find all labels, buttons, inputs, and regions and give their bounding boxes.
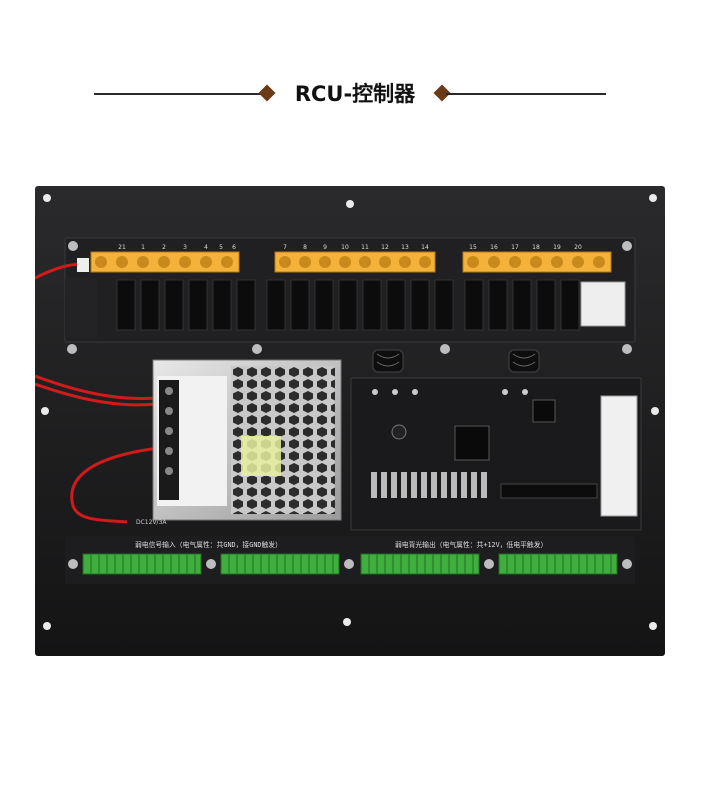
rcu-controller-photo: 21 1 2 3 4 5 6 7 8 9 10 11 12 13 14 15 1… [35, 186, 665, 656]
diamond-ornament-left [258, 84, 276, 102]
relay-label-6: 6 [232, 244, 236, 251]
mounting-holes [41, 194, 659, 630]
relay-terminal-block-2 [274, 251, 436, 273]
relay-label-21: 21 [118, 244, 126, 251]
relay-label-20: 20 [574, 244, 582, 251]
left-input-pcb [65, 278, 97, 338]
relay-label-10: 10 [341, 244, 349, 251]
relay-label-3: 3 [183, 244, 187, 251]
relay-terminal-block-1 [90, 251, 240, 273]
white-relay [580, 281, 626, 327]
output-backlight-label: 弱电背光输出（电气属性：共+12V，低电平触发） [395, 540, 547, 549]
ferrite-choke-1 [372, 349, 404, 373]
power-supply [152, 359, 342, 521]
relay-label-11: 11 [361, 244, 369, 251]
relay-label-16: 16 [490, 244, 498, 251]
relay-label-9: 9 [323, 244, 327, 251]
title-line-left [94, 93, 262, 95]
green-terminal-block-4 [498, 553, 618, 575]
relay-label-4: 4 [204, 244, 208, 251]
green-terminal-block-2 [220, 553, 340, 575]
relay-label-14: 14 [421, 244, 429, 251]
terminal-screws [68, 559, 632, 569]
relay-label-7: 7 [283, 244, 287, 251]
wire-connector [77, 258, 89, 272]
relay-label-8: 8 [303, 244, 307, 251]
green-terminal-block-1 [82, 553, 202, 575]
relay-label-2: 2 [162, 244, 166, 251]
page-title: RCU-控制器 [294, 82, 416, 106]
relay-row [116, 279, 580, 331]
relay-label-1: 1 [141, 244, 145, 251]
ferrite-choke-2 [508, 349, 540, 373]
relay-terminal-block-3 [462, 251, 612, 273]
relay-label-18: 18 [532, 244, 540, 251]
relay-label-12: 12 [381, 244, 389, 251]
relay-label-13: 13 [401, 244, 409, 251]
controller-board [350, 377, 642, 531]
title-line-right [446, 93, 606, 95]
relay-label-19: 19 [553, 244, 561, 251]
input-signal-label: 弱电信号输入（电气属性：共GND，接GND触发） [135, 540, 282, 549]
green-terminal-block-3 [360, 553, 480, 575]
relay-label-17: 17 [511, 244, 519, 251]
relay-label-15: 15 [469, 244, 477, 251]
relay-label-5: 5 [219, 244, 223, 251]
psu-rating-label: DC12V/3A [136, 519, 167, 526]
title-bar: RCU-控制器 [0, 72, 701, 116]
pcb-screws [67, 241, 632, 354]
